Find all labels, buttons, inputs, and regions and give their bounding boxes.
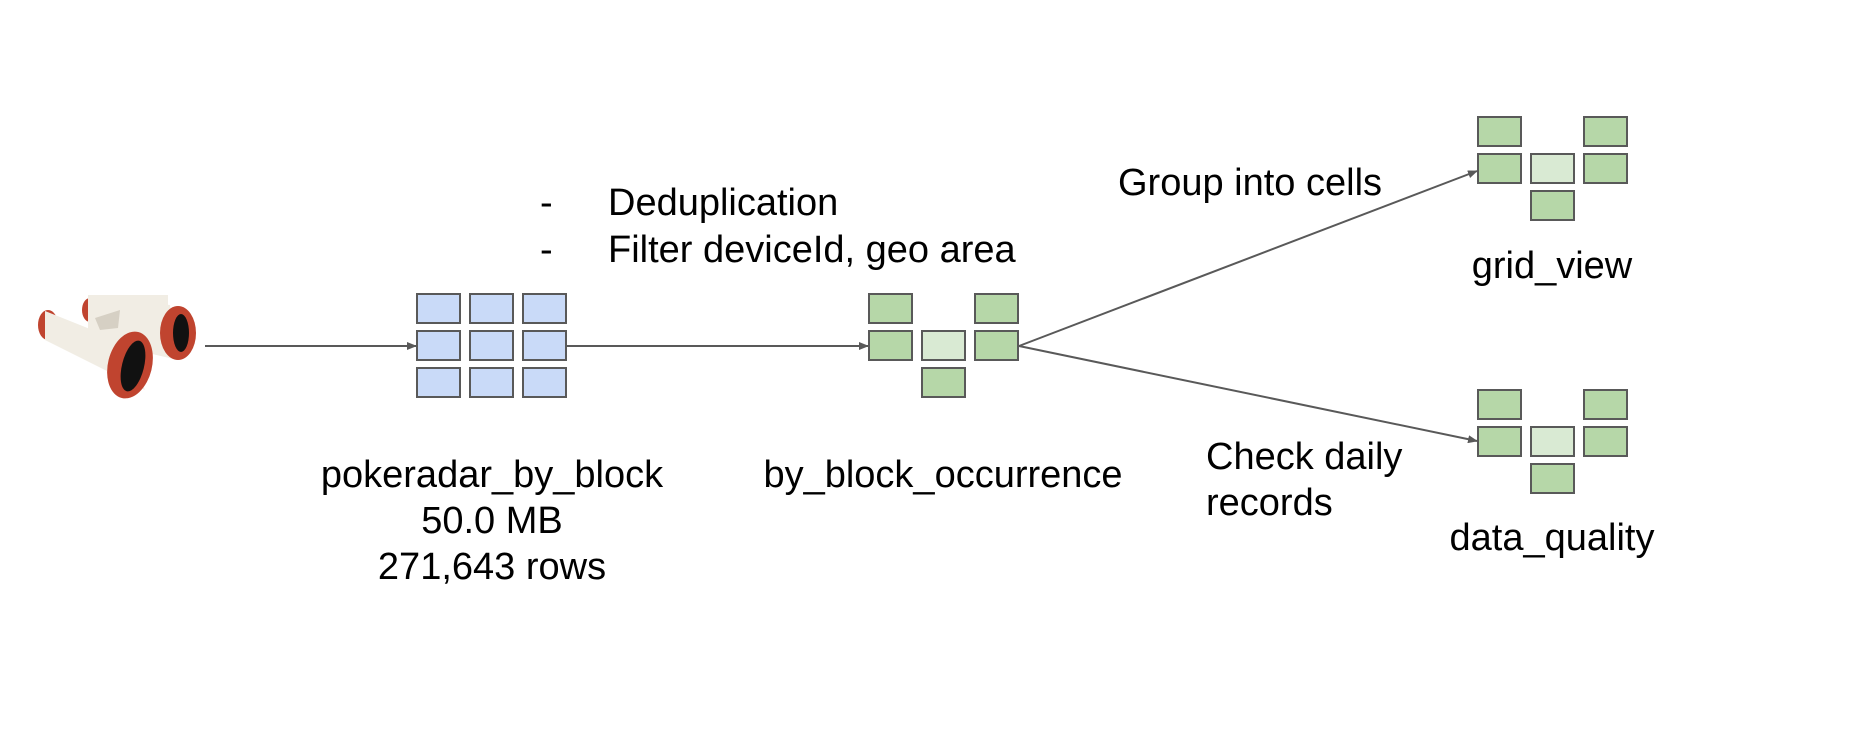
edge-label-group-into-cells: Group into cells bbox=[1118, 162, 1383, 204]
edge-label-line: Check daily bbox=[1206, 436, 1403, 478]
step-deduplication: - Deduplication bbox=[540, 180, 1016, 227]
bullet-marker: - bbox=[540, 229, 553, 271]
arrow-occurrence-to-quality bbox=[1018, 345, 1478, 444]
raw-table-name: pokeradar_by_block bbox=[320, 454, 664, 496]
connector-arrows bbox=[205, 170, 1478, 444]
grid-view-name: grid_view bbox=[1471, 245, 1633, 287]
occurrence-table-icon bbox=[868, 293, 1019, 398]
raw-table-caption: pokeradar_by_block 50.0 MB 271,643 rows bbox=[292, 452, 692, 590]
arrow-occurrence-to-grid bbox=[1018, 170, 1478, 347]
step-label: Filter deviceId, geo area bbox=[608, 229, 1016, 271]
processing-steps: - Deduplication - Filter deviceId, geo a… bbox=[540, 180, 1016, 274]
occurrence-table-name: by_block_occurrence bbox=[763, 454, 1123, 496]
raw-table-size: 50.0 MB bbox=[421, 500, 563, 542]
bullet-marker: - bbox=[540, 182, 553, 224]
raw-table-icon bbox=[416, 293, 567, 398]
step-filter: - Filter deviceId, geo area bbox=[540, 227, 1016, 274]
edge-label-line: records bbox=[1206, 482, 1333, 524]
data-quality-table-icon bbox=[1477, 389, 1628, 494]
binoculars-icon bbox=[38, 295, 196, 399]
edge-label-check-daily-records: Check daily records bbox=[1206, 434, 1402, 526]
raw-table-rows: 271,643 rows bbox=[377, 546, 607, 588]
step-label: Deduplication bbox=[608, 182, 839, 224]
data-quality-name: data_quality bbox=[1449, 517, 1655, 559]
grid-view-table-icon bbox=[1477, 116, 1628, 221]
